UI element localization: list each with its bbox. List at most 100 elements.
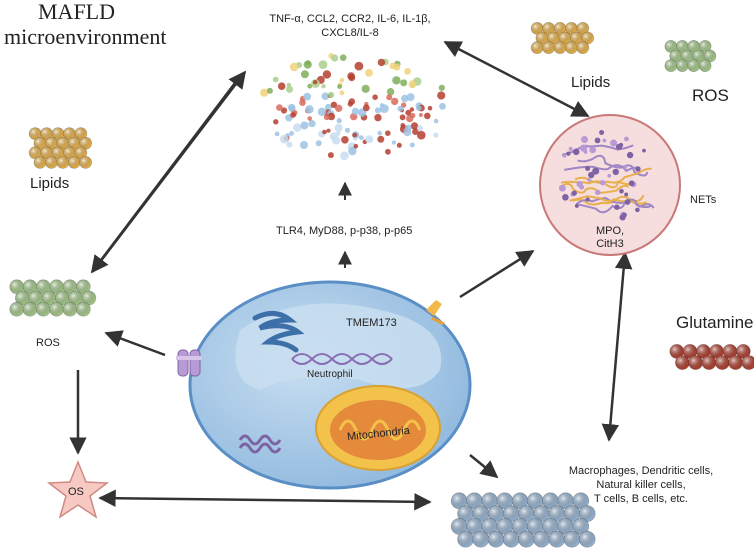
- cytokine-dot: [274, 131, 280, 137]
- cluster-ball-highlight: [56, 137, 69, 150]
- cytokine-dot: [289, 131, 294, 136]
- cytokine-dot: [352, 132, 358, 138]
- net-granule: [624, 136, 629, 142]
- cytokine-dot: [439, 102, 446, 110]
- net-granule: [610, 139, 618, 147]
- cluster-ball-highlight: [503, 531, 520, 548]
- cluster-ball-highlight: [49, 302, 64, 317]
- cytokine-dot: [377, 130, 383, 136]
- net-granule: [626, 151, 634, 159]
- net-granule: [559, 184, 566, 192]
- net-granule: [566, 151, 571, 156]
- cluster-ball-highlight: [40, 127, 53, 140]
- cytokine-dot: [433, 132, 439, 138]
- net-granule: [624, 192, 629, 197]
- cytokine-dot: [344, 127, 351, 133]
- cytokine-dot: [307, 83, 313, 89]
- cluster-ball-highlight: [63, 127, 76, 140]
- net-granule: [572, 148, 580, 156]
- immune-cells-cluster: [450, 492, 596, 548]
- lipids-label-right: Lipids: [571, 74, 611, 91]
- cluster-ball-highlight: [547, 32, 560, 44]
- cytokine-dot: [329, 132, 338, 141]
- cytokine-dot: [321, 84, 326, 89]
- cluster-ball-highlight: [451, 492, 468, 509]
- cytokine-dot: [292, 123, 302, 132]
- cluster-ball-highlight: [696, 344, 711, 359]
- cytokine-dot: [300, 141, 308, 149]
- cluster-ball-highlight: [548, 531, 565, 548]
- cytokine-dot: [409, 142, 415, 148]
- cluster-ball-highlight: [466, 518, 483, 535]
- cluster-ball-highlight: [702, 355, 716, 370]
- cluster-ball-highlight: [466, 492, 483, 509]
- cluster-ball-highlight: [28, 291, 43, 305]
- cytokine-dot: [397, 105, 404, 112]
- cytokine-dot: [353, 143, 359, 149]
- net-granule: [628, 180, 635, 187]
- cluster-ball-highlight: [681, 50, 694, 62]
- cytokine-dot: [308, 120, 316, 128]
- cluster-ball-highlight: [576, 41, 589, 54]
- cytokine-dot: [416, 105, 422, 111]
- cytokine-dot: [327, 152, 334, 159]
- cytokines-line1: TNF-α, CCL2, CCR2, IL-6, IL-1β,: [269, 13, 431, 25]
- cluster-ball-highlight: [531, 22, 544, 35]
- mitochondria: [315, 385, 441, 471]
- cytokine-dot: [400, 79, 408, 87]
- cytokine-dot: [279, 134, 289, 144]
- cytokine-dot: [353, 136, 358, 141]
- cluster-ball-highlight: [63, 146, 76, 159]
- net-granule: [579, 144, 588, 152]
- arrow-cell-to-nets: [459, 249, 535, 299]
- cytokine-dot: [285, 85, 294, 93]
- net-granule: [624, 199, 631, 205]
- cytokine-dot: [286, 141, 293, 148]
- cluster-ball-highlight: [664, 40, 677, 53]
- cytokine-dot: [335, 104, 343, 113]
- cytokine-dot: [408, 80, 417, 89]
- cluster-ball-highlight: [9, 279, 24, 294]
- cluster-ball-highlight: [23, 302, 37, 317]
- net-fiber: [578, 198, 653, 214]
- cluster-ball-highlight: [533, 531, 550, 548]
- cytokine-dot: [324, 103, 332, 111]
- cluster-ball-highlight: [55, 291, 70, 305]
- cytokine-dot: [393, 63, 401, 71]
- cytokine-dot: [372, 94, 378, 100]
- cytokine-dot: [399, 114, 406, 121]
- cluster-ball-highlight: [675, 355, 690, 370]
- net-granule: [574, 203, 579, 208]
- cluster-ball-highlight: [548, 505, 565, 522]
- arrow-cell-to-ros: [104, 330, 166, 357]
- cluster-ball-highlight: [34, 156, 46, 169]
- cytokine-dot: [427, 105, 433, 111]
- net-granule: [595, 189, 601, 195]
- cytokine-dot: [365, 135, 374, 144]
- cluster-ball-highlight: [36, 279, 51, 294]
- net-granule: [612, 168, 619, 176]
- cytokine-dot: [438, 84, 445, 91]
- cluster-ball-highlight: [536, 32, 548, 44]
- cytokine-dot: [290, 112, 296, 118]
- cluster-ball-highlight: [45, 156, 58, 169]
- cluster-ball-highlight: [62, 279, 77, 294]
- net-granule: [562, 154, 567, 158]
- title-line1: MAFLD: [38, 0, 116, 24]
- lipid-cluster-right: [530, 21, 594, 54]
- cytokines-label: TNF-α, CCL2, CCR2, IL-6, IL-1β, CXCL8/IL…: [260, 12, 440, 40]
- cluster-ball-highlight: [565, 22, 578, 35]
- arrow-os-immune: [98, 489, 432, 511]
- cytokine-dot: [354, 61, 364, 71]
- neutrophil-cell: [176, 280, 472, 490]
- cytokine-dot: [386, 88, 395, 96]
- os-star: [46, 459, 110, 519]
- net-granule: [642, 148, 646, 153]
- cluster-ball-highlight: [68, 137, 81, 150]
- mpo-line1: MPO,: [595, 225, 625, 237]
- cluster-ball-highlight: [49, 279, 64, 294]
- cytokine-dot: [392, 76, 401, 85]
- cytokine-dot: [386, 94, 393, 101]
- cytokine-dot: [412, 128, 419, 135]
- cluster-ball-highlight: [699, 40, 712, 53]
